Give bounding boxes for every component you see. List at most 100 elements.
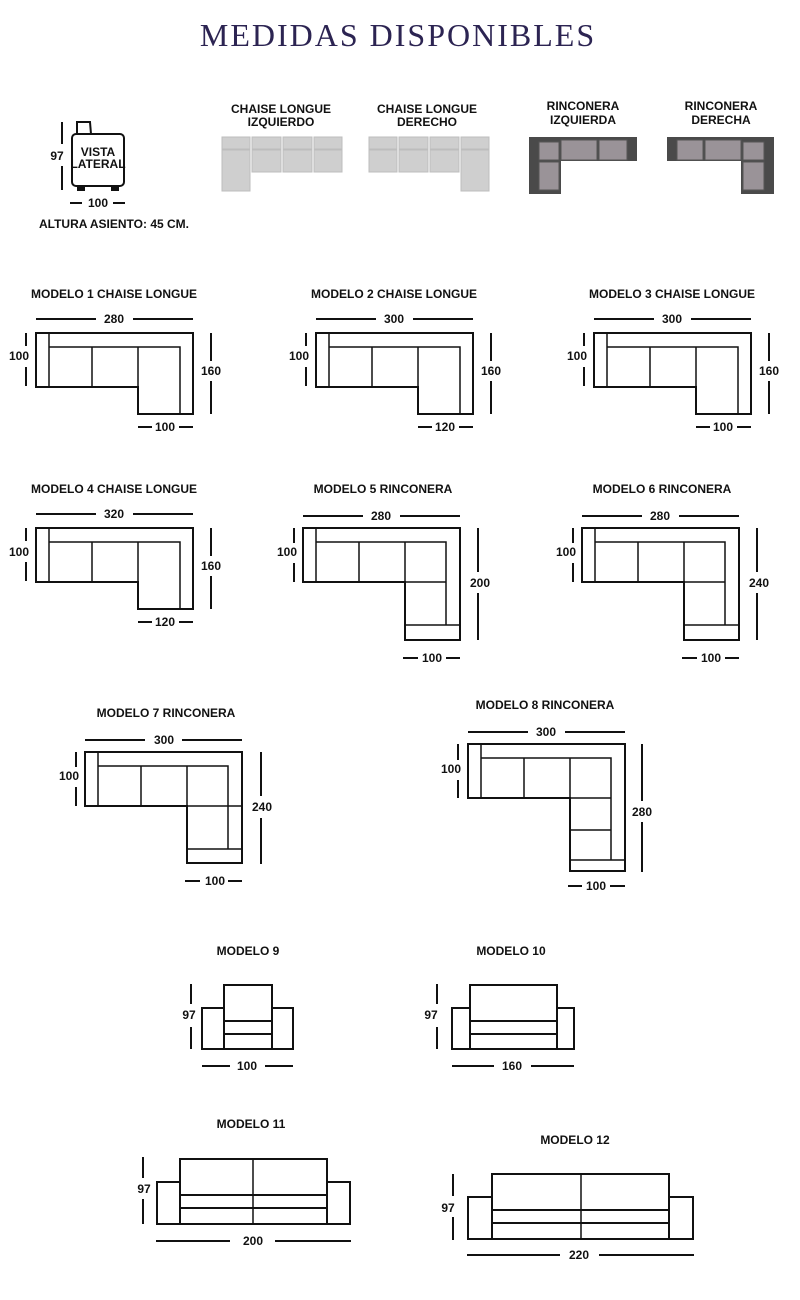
dim-depth: 100: [556, 545, 576, 559]
model-1: MODELO 1 CHAISE LONGUE 280 100 160 100: [9, 287, 221, 434]
dim-width: 100: [237, 1059, 257, 1073]
model-4: MODELO 4 CHAISE LONGUE 320 100 160 120: [9, 482, 221, 629]
sofa-plan: [35, 527, 194, 610]
dim-bottom: 120: [155, 615, 175, 629]
legend-label: RINCONERA: [547, 99, 620, 113]
dim-width: 300: [154, 733, 174, 747]
sofa-front: [201, 984, 294, 1050]
legend-swatch: [667, 137, 774, 194]
dim-depth: 100: [9, 349, 29, 363]
model-title: MODELO 5 RINCONERA: [314, 482, 453, 496]
side-view-leg: [77, 186, 85, 191]
dim-height: 97: [182, 1008, 196, 1022]
model-5: MODELO 5 RINCONERA 280 100 200 100: [277, 482, 490, 665]
model-9: MODELO 9 97 100: [182, 944, 294, 1073]
dim-right: 160: [201, 559, 221, 573]
model-10: MODELO 10 97 160: [424, 944, 575, 1073]
side-view-label: VISTA: [81, 145, 116, 159]
dim-depth: 100: [289, 349, 309, 363]
model-title: MODELO 10: [476, 944, 546, 958]
side-view-body: [71, 133, 125, 187]
model-title: MODELO 8 RINCONERA: [476, 698, 615, 712]
model-2: MODELO 2 CHAISE LONGUE 300 100 160 120: [289, 287, 501, 434]
sofa-front: [467, 1173, 694, 1240]
seat-height-note: ALTURA ASIENTO: 45 CM.: [39, 217, 189, 231]
legend-rinconera-izquierda: RINCONERA IZQUIERDA: [529, 99, 637, 194]
dim-width: 280: [104, 312, 124, 326]
dim-bottom: 100: [701, 651, 721, 665]
page-title: MEDIDAS DISPONIBLES: [200, 17, 596, 53]
dim-right: 240: [252, 800, 272, 814]
model-title: MODELO 3 CHAISE LONGUE: [589, 287, 755, 301]
legend-label: IZQUIERDA: [550, 113, 616, 127]
sofa-front: [156, 1158, 351, 1225]
model-7: MODELO 7 RINCONERA 300 100 240 100: [59, 706, 272, 888]
model-title: MODELO 7 RINCONERA: [97, 706, 236, 720]
dim-right: 200: [470, 576, 490, 590]
sofa-plan: [302, 527, 461, 641]
legend-swatch: [529, 137, 637, 194]
legend-swatch: [221, 136, 343, 192]
sofa-plan: [315, 332, 474, 415]
legend-label: IZQUIERDO: [248, 115, 315, 129]
sofa-plan: [35, 332, 194, 415]
model-title: MODELO 12: [540, 1133, 610, 1147]
dim-width: 220: [569, 1248, 589, 1262]
sofa-plan: [593, 332, 752, 415]
dim-right: 280: [632, 805, 652, 819]
model-title: MODELO 11: [217, 1117, 286, 1131]
model-title: MODELO 4 CHAISE LONGUE: [31, 482, 197, 496]
dim-right: 160: [759, 364, 779, 378]
dim-depth: 100: [9, 545, 29, 559]
dim-bottom: 100: [586, 879, 606, 893]
dim-width: 320: [104, 507, 124, 521]
dim-depth: 100: [441, 762, 461, 776]
legend-label: DERECHO: [397, 115, 457, 129]
dim-bottom: 100: [205, 874, 225, 888]
model-title: MODELO 2 CHAISE LONGUE: [311, 287, 477, 301]
dim-width: 280: [371, 509, 391, 523]
legend-swatch: [368, 136, 490, 192]
dim-height: 97: [137, 1182, 151, 1196]
legend-label: RINCONERA: [685, 99, 758, 113]
legend-chaise-izquierdo: CHAISE LONGUE IZQUIERDO: [221, 102, 343, 192]
dim-right: 160: [201, 364, 221, 378]
model-title: MODELO 1 CHAISE LONGUE: [31, 287, 197, 301]
dim-depth: 100: [59, 769, 79, 783]
model-3: MODELO 3 CHAISE LONGUE 300 100 160 100: [567, 287, 779, 434]
sofa-front: [451, 984, 575, 1050]
side-view-backrest: [76, 121, 93, 135]
dim-depth: 100: [567, 349, 587, 363]
dim-bottom: 100: [422, 651, 442, 665]
legend-rinconera-derecha: RINCONERA DERECHA: [667, 99, 774, 194]
dim-right: 240: [749, 576, 769, 590]
dim-width: 160: [502, 1059, 522, 1073]
legend-label: DERECHA: [691, 113, 751, 127]
model-11: MODELO 11 97 200: [137, 1117, 351, 1248]
side-view-leg: [111, 186, 119, 191]
dim-width: 300: [536, 725, 556, 739]
model-8: MODELO 8 RINCONERA 300 100 280 100: [441, 698, 652, 893]
dim-bottom: 100: [155, 420, 175, 434]
side-view-width: 100: [88, 196, 108, 210]
dim-right: 160: [481, 364, 501, 378]
sofa-plan: [467, 743, 626, 872]
model-title: MODELO 6 RINCONERA: [593, 482, 732, 496]
dim-height: 97: [424, 1008, 438, 1022]
legend-chaise-derecho: CHAISE LONGUE DERECHO: [368, 102, 490, 192]
dim-height: 97: [441, 1201, 455, 1215]
model-6: MODELO 6 RINCONERA 280 100 240 100: [556, 482, 769, 665]
legend-label: CHAISE LONGUE: [231, 102, 331, 116]
sofa-plan: [581, 527, 740, 641]
dim-width: 280: [650, 509, 670, 523]
side-view-label: LATERAL: [70, 157, 125, 171]
side-view: VISTA LATERAL 97 100 ALTURA ASIENTO: 45 …: [39, 121, 189, 231]
sofa-plan: [84, 751, 243, 864]
dim-bottom: 120: [435, 420, 455, 434]
dim-width: 300: [662, 312, 682, 326]
legend-label: CHAISE LONGUE: [377, 102, 477, 116]
dim-bottom: 100: [713, 420, 733, 434]
dim-width: 300: [384, 312, 404, 326]
model-title: MODELO 9: [217, 944, 280, 958]
